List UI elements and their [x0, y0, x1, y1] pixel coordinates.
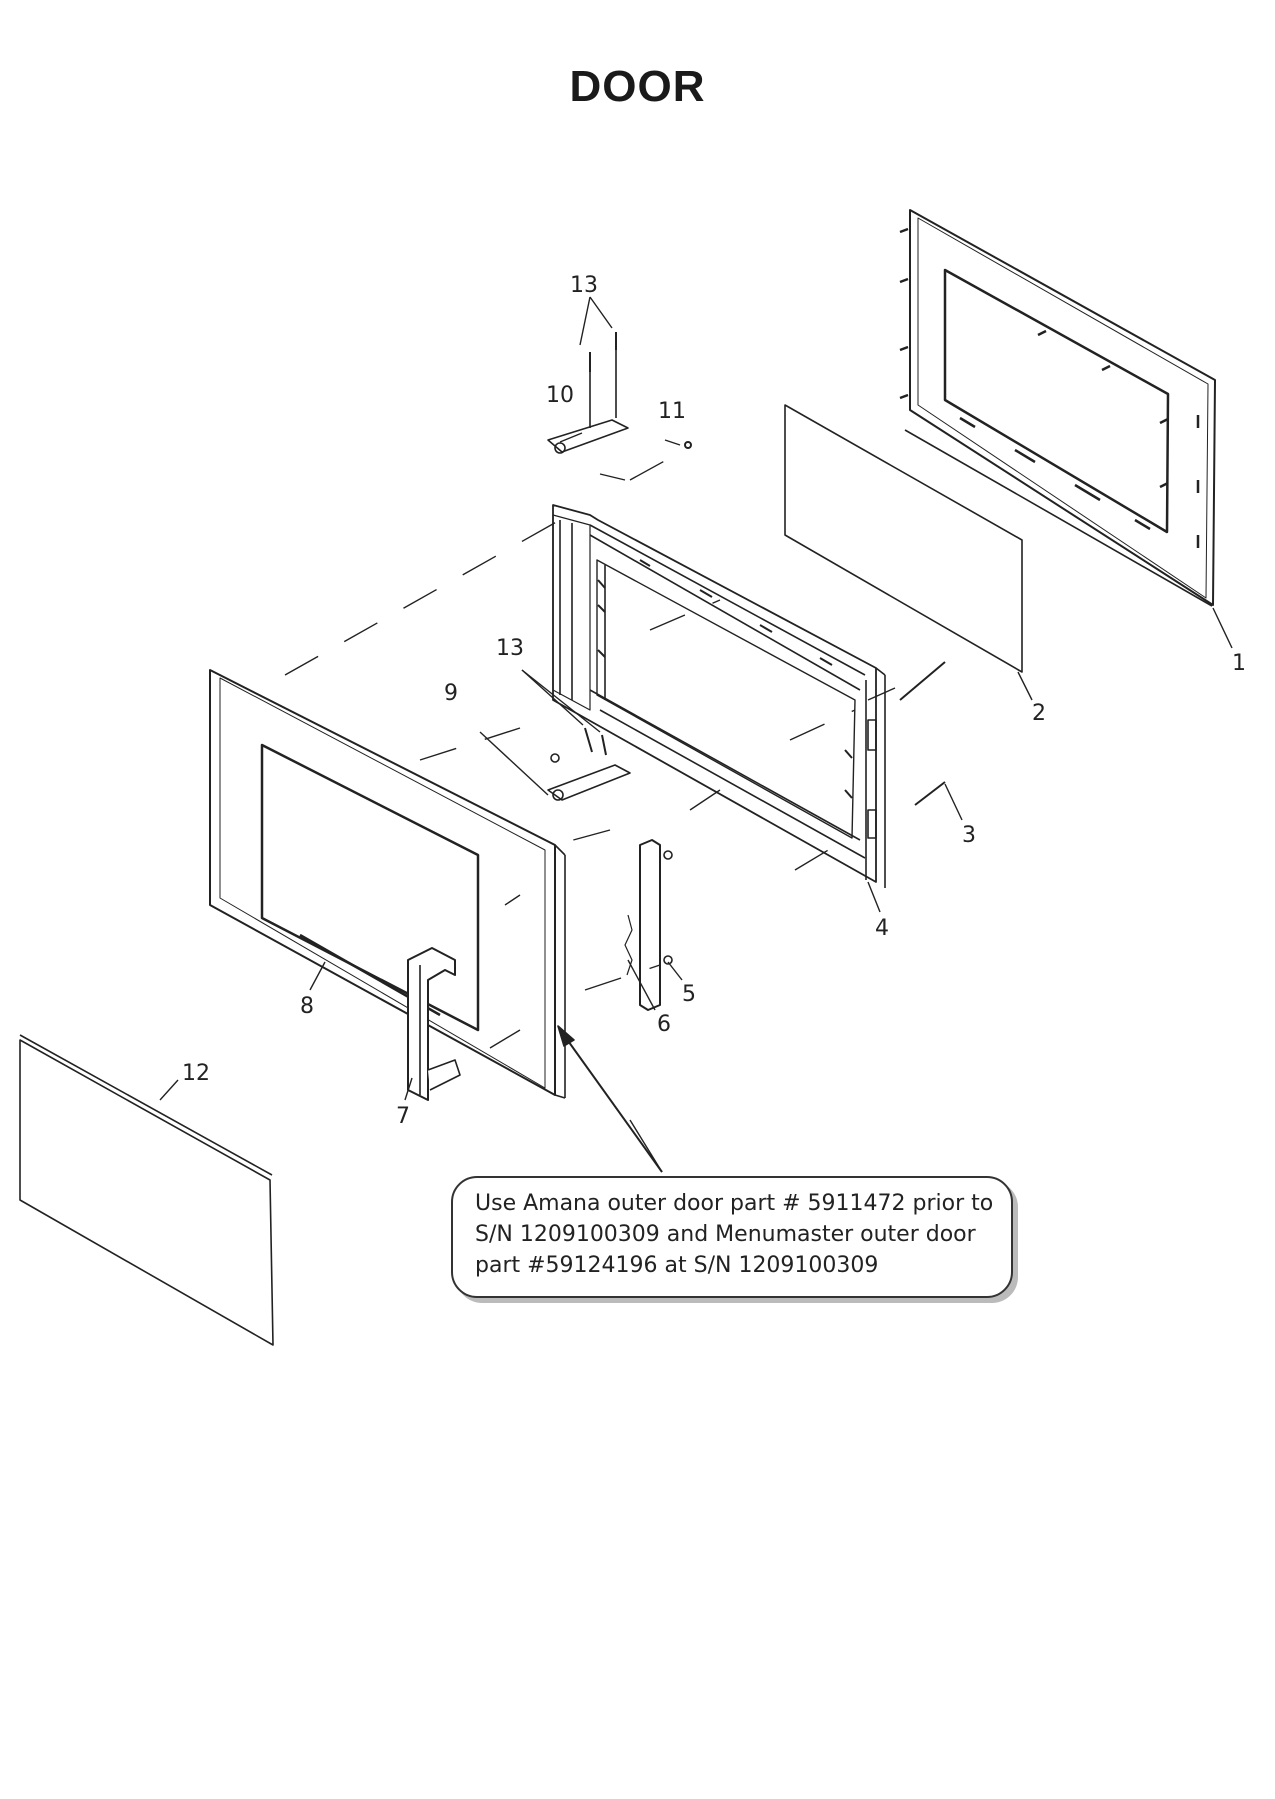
callout-10: 10 [546, 383, 574, 408]
callout-5: 5 [682, 982, 696, 1007]
outer-door [209, 669, 566, 1099]
callout-7: 7 [396, 1104, 410, 1129]
hinge-lower [547, 753, 631, 801]
note-line: Use Amana outer door part # 5911472 prio… [475, 1191, 994, 1216]
assembly-lines [284, 446, 896, 1049]
callout-2: 2 [1032, 701, 1046, 726]
page-title: DOOR [569, 62, 706, 111]
callout-3: 3 [962, 823, 976, 848]
screws [584, 332, 946, 806]
callout-13-upper: 13 [570, 273, 598, 298]
callout-11: 11 [658, 399, 686, 424]
note-line: S/N 1209100309 and Menumaster outer door [475, 1222, 976, 1247]
part-number-note: Use Amana outer door part # 5911472 prio… [451, 1176, 1013, 1298]
callout-6: 6 [657, 1012, 671, 1037]
latch-assembly [624, 839, 673, 1011]
callout-9: 9 [444, 681, 458, 706]
callout-13-lower: 13 [496, 636, 524, 661]
outer-glass-panel [19, 1034, 274, 1346]
callout-8: 8 [300, 994, 314, 1019]
window-glass [784, 404, 1023, 673]
callout-12: 12 [182, 1061, 210, 1086]
inner-door-panel [899, 209, 1216, 607]
callout-4: 4 [875, 916, 889, 941]
hinge-upper [547, 345, 629, 454]
note-pointer-arrow [557, 1025, 663, 1173]
door-handle [407, 947, 461, 1101]
note-line: part #59124196 at S/N 1209100309 [475, 1253, 879, 1278]
door-frame [552, 504, 886, 888]
callout-1: 1 [1232, 651, 1246, 676]
